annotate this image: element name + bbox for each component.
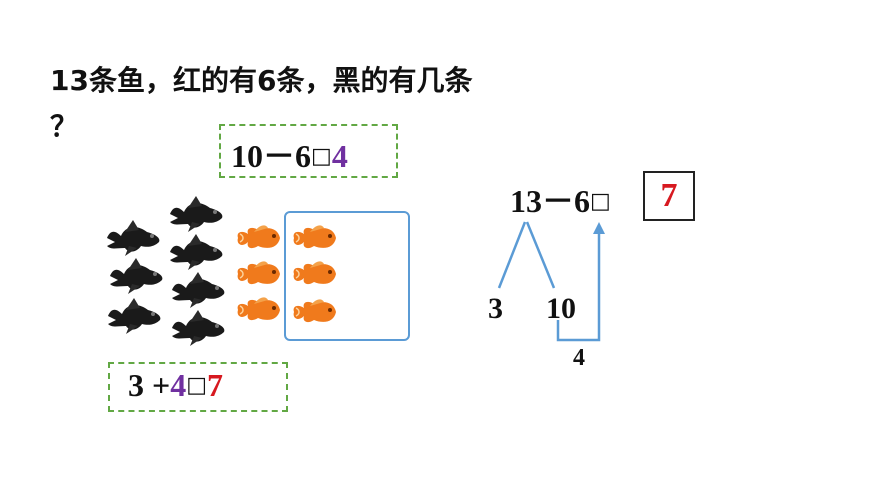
eq-top-a: 10 [231,138,263,174]
eq-top-box: □ [311,144,332,169]
answer-box: 7 [643,171,695,221]
split-right-value: 10 [546,292,576,325]
black-fish-icon [172,310,225,346]
group-ten-outline [284,211,410,341]
black-fish-icon [170,234,223,270]
arrow-head-icon [593,222,605,234]
equation-bottom-box [108,362,288,412]
equation-top-box [219,124,398,178]
eq-bottom-b: 4 [170,367,187,403]
eq-top-result: 4 [331,138,348,174]
black-fish-icon [170,196,223,232]
split-left-value: 3 [488,292,503,325]
decomposition-diagram [497,221,605,342]
question-line-1: 13条鱼，红的有6条，黑的有几条 [50,64,473,97]
goldfish-icon [236,224,281,249]
answer-value: 7 [660,177,678,214]
question-text: 13条鱼，红的有6条，黑的有几条 ？ [50,58,590,150]
subtract-arrow [556,230,601,342]
eq-right-a: 13 [510,183,542,219]
split-line-left [497,221,527,289]
eq-bottom-op: + [152,367,171,403]
remainder-value: 4 [573,345,585,371]
eq-right-box: □ [590,189,611,214]
eq-top-op: － [263,138,296,174]
goldfish-icon [236,296,281,321]
eq-top-b: 6 [295,138,312,174]
question-line-2: ？ [50,110,79,143]
split-line-right [525,221,556,289]
eq-bottom-result: 7 [207,367,224,403]
equation-right: 13－6□ [510,176,611,222]
black-fish-icon [108,298,161,334]
eq-right-b: 6 [574,183,591,219]
eq-bottom-box: □ [186,373,208,398]
equation-top: 10－6□4 [231,131,348,177]
black-fish-icon [107,220,160,256]
equation-bottom: 3 +4□7 [128,367,223,404]
eq-bottom-a: 3 [128,367,144,403]
eq-right-op: － [542,183,575,219]
goldfish-icon [236,260,281,285]
black-fish-icon [110,258,163,294]
black-fish-icon [172,272,225,308]
